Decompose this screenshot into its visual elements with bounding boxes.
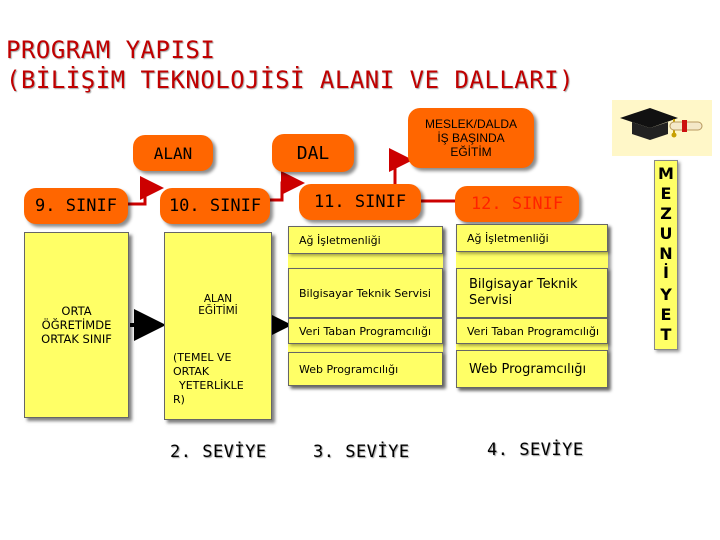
title-line-2: (BİLİŞİM TEKNOLOJİSİ ALANI VE DALLARI) — [6, 66, 575, 94]
module-11-web: Web Programcılığı — [288, 352, 443, 386]
module-12-web: Web Programcılığı — [456, 350, 608, 388]
temel-line-4: R) — [173, 393, 185, 406]
alan-label: ALAN — [133, 135, 213, 171]
meslek-label: MESLEK/DALDA İŞ BAŞINDA EĞİTİM — [408, 108, 534, 168]
module-11-teknik-servis: Bilgisayar Teknik Servisi — [288, 268, 443, 318]
module-12-ag: Ağ İşletmenliği — [456, 224, 608, 252]
alan-egitimi-line-1: ALAN — [203, 293, 233, 305]
mezuniyet-letter: T — [660, 325, 672, 344]
arrow-11-to-meslek — [389, 148, 413, 188]
grade-11: 11. SINIF — [299, 184, 421, 220]
alan-egitimi-box: ALAN EĞİTİMİ (TEMEL VE ORTAK YETERLİKLE … — [164, 232, 272, 420]
temel-text: (TEMEL VE ORTAK YETERLİKLE R) — [173, 351, 269, 407]
meslek-line-1: MESLEK/DALDA — [424, 117, 518, 131]
grade-9: 9. SINIF — [24, 188, 128, 224]
orta-line-2: ÖĞRETİMDE — [41, 318, 112, 332]
grade-10: 10. SINIF — [160, 188, 270, 224]
orta-ogretim-box: ORTA ÖĞRETİMDE ORTAK SINIF — [24, 232, 129, 418]
mezuniyet-letter: İ — [663, 263, 669, 282]
diploma-scroll-icon — [669, 120, 703, 132]
graduation-icon-bg — [612, 100, 712, 156]
temel-line-2: ORTAK — [173, 365, 210, 378]
graduation-cap-icon — [620, 108, 703, 140]
meslek-line-3: EĞİTİM — [450, 145, 492, 159]
temel-line-3: YETERLİKLE — [179, 379, 244, 392]
orta-line-3: ORTAK SINIF — [41, 332, 112, 346]
dal-label: DAL — [272, 134, 354, 172]
alan-egitimi-line-2: EĞİTİMİ — [198, 305, 238, 317]
mezuniyet-letter: N — [659, 244, 673, 263]
mezuniyet-vertical-box: M E Z U N İ Y E T — [654, 160, 678, 350]
mezuniyet-letter: M — [658, 164, 674, 183]
mezuniyet-letter: E — [660, 305, 672, 324]
module-12-veri-taban: Veri Taban Programcılığı — [456, 318, 608, 344]
level-3: 3. SEVİYE — [313, 442, 410, 462]
mezuniyet-letter: E — [660, 184, 672, 203]
arrow-9-to-10 — [126, 176, 164, 206]
mezuniyet-letter: Z — [660, 204, 672, 223]
level-4: 4. SEVİYE — [487, 440, 584, 460]
module-11-ag: Ağ İşletmenliği — [288, 226, 443, 254]
module-11-veri-taban: Veri Taban Programcılığı — [288, 318, 443, 344]
arrow-10-to-11 — [268, 171, 305, 202]
title-line-1: PROGRAM YAPISI — [6, 36, 216, 64]
alan-egitimi-text: ALAN EĞİTİMİ — [165, 293, 271, 317]
module-12-teknik-servis: Bilgisayar Teknik Servisi — [456, 268, 608, 318]
meslek-line-2: İŞ BAŞINDA — [437, 131, 505, 145]
temel-line-1: (TEMEL VE — [173, 351, 232, 364]
grade-12: 12. SINIF — [455, 186, 579, 222]
mezuniyet-letter: Y — [660, 285, 672, 304]
level-2: 2. SEVİYE — [170, 442, 267, 462]
orta-line-1: ORTA — [61, 304, 92, 318]
mezuniyet-letter: U — [659, 224, 673, 243]
